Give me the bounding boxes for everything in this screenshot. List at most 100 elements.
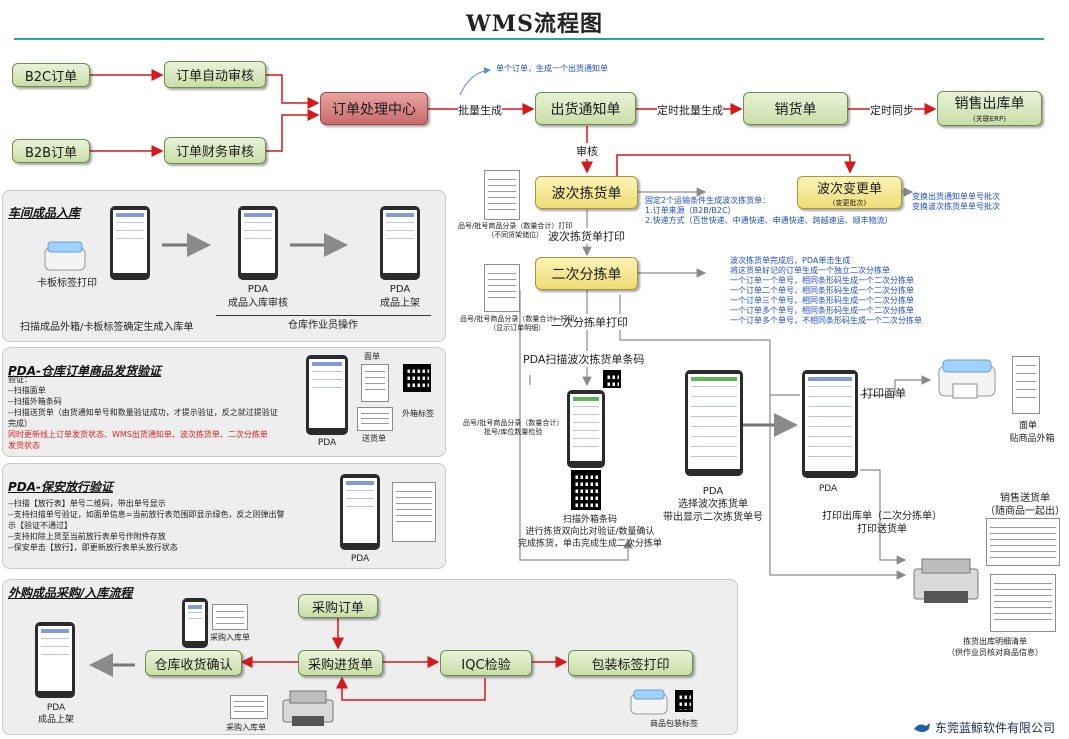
note-second-rules: 波次拣货单完成后，PDA单击生成 将这货单好记的订单生成一个独立二次分拣单 一个… <box>730 256 922 325</box>
label-timed-batch-generate: 定时批量生成 <box>657 102 723 118</box>
label-purchase-doc: 采购入库单 <box>210 633 250 642</box>
panel-outsourced-purchase-title: 外购成品采购/入库流程 <box>8 586 133 600</box>
node-pack-label: 包装标签打印 <box>568 650 693 676</box>
pda-label-right: PDA <box>818 484 838 494</box>
label-pick-detail: 拣货出库明细清单 （供作业员核对商品信息） <box>947 637 1043 657</box>
face-sheet-document <box>1012 356 1040 414</box>
delivery-document <box>986 518 1060 566</box>
node-sales: 销货单 <box>743 92 848 125</box>
label-second-print: 二次分拣单打印 <box>551 314 628 330</box>
diagram-title: WMS流程图 <box>466 11 603 37</box>
node-finance-review: 订单财务审核 <box>164 137 266 164</box>
node-shipping-notice-label: 出货通知单 <box>550 101 621 118</box>
outer-label-qr-icon <box>403 364 431 392</box>
node-wave-change: 波次变更单(变更批次) <box>797 176 902 209</box>
purchase-inbound-doc-2 <box>230 695 268 719</box>
ops-divider <box>216 315 431 316</box>
node-warehouse-confirm-label: 仓库收货确认 <box>154 657 233 673</box>
label-card-print: 卡板标签打印 <box>37 278 97 289</box>
label-timed-sync: 定时同步 <box>870 102 914 118</box>
panel-workshop-inbound-title: 车间成品入库 <box>8 206 81 220</box>
label-face-single: 面单 <box>1018 421 1038 431</box>
node-purchase-receipt: 采购进货单 <box>298 650 383 676</box>
delivery-doc-small <box>357 407 393 431</box>
doc-left-note-2: 品号/批号商品分录（数量合计）打印 （显示订单明细） <box>460 315 575 332</box>
node-wave-pick: 波次拣货单 <box>535 176 638 209</box>
node-order-center: 订单处理中心 <box>320 92 428 125</box>
label-pack-label: 商品包装标签 <box>650 719 698 728</box>
scan-item-note: 扫描外箱条码 进行拣货双向比对验证/数量确认 完成拣货，单击完成生成二次分拣单 <box>517 515 663 549</box>
pda-purchase-device <box>182 598 208 648</box>
pack-label-qr-icon <box>675 690 693 712</box>
label-printer-icon <box>935 358 1005 400</box>
wave-barcode-icon <box>603 370 621 388</box>
doc-left-note-1: 品号/批号商品分录（数量合计）打印 （不同货架储位） <box>458 222 573 239</box>
doc-left-note-3: 品号/批号商品分录（数量合计） 批号/库位数量检验 <box>463 419 564 436</box>
panel-shipping-verify-title: PDA-仓库订单商品发货验证 <box>8 364 162 378</box>
node-sales-outbound: 销售出库单(关联ERP) <box>937 91 1042 126</box>
node-purchase-receipt-label: 采购进货单 <box>307 657 373 673</box>
label-purchase-doc-2: 采购入库单 <box>226 723 266 732</box>
node-warehouse-confirm: 仓库收货确认 <box>145 650 242 676</box>
pda-workshop-scan-device <box>110 206 150 280</box>
whale-logo-icon <box>914 722 930 732</box>
label-ops: 仓库作业员操作 <box>288 320 358 331</box>
node-second-sort: 二次分拣单 <box>535 257 638 290</box>
panel-security-release-lines: --扫描【放行表】单号二维码，带出单号显示 --支持扫描单号验证，如面单信息=当… <box>8 499 285 552</box>
pda-choose-wave-device <box>685 370 743 476</box>
purchase-inbound-doc <box>212 604 248 630</box>
label-batch-generate: 批量生成 <box>458 102 502 118</box>
node-b2c-order-label: B2C订单 <box>24 69 78 85</box>
label-pda-shelf: PDA 成品上架 <box>380 284 420 309</box>
node-second-sort-label: 二次分拣单 <box>551 266 622 283</box>
label-delivery: 送货单 <box>362 434 386 443</box>
node-auto-review-label: 订单自动审核 <box>175 69 254 84</box>
face-sheet-doc-small <box>361 364 389 402</box>
company-name: 东莞蓝鲸软件有限公司 <box>935 721 1056 735</box>
panel-shipping-verify-red: 同时更新线上订单发货状态、WMS出货通知单、波次拣货单、二次分拣单 发货状态 <box>8 430 268 450</box>
node-iqc-label: IQC检验 <box>461 657 511 673</box>
laser-printer-icon <box>910 555 982 607</box>
label-print-out-docs: 打印出库单（二次分拣单） 打印送货单 <box>822 511 942 535</box>
panel-security-release-title: PDA-保安放行验证 <box>8 480 114 494</box>
node-sales-label: 销货单 <box>774 101 817 118</box>
node-wave-change-sub: (变更批次) <box>832 198 867 207</box>
node-iqc: IQC检验 <box>440 650 532 676</box>
node-wave-pick-label: 波次拣货单 <box>551 185 622 202</box>
label-review: 审核 <box>576 143 598 159</box>
note-wave-change: 变换出货通知单单号批次 变换波次拣货单单号批次 <box>912 192 1000 211</box>
release-sheet-document <box>392 482 436 542</box>
second-sort-document <box>484 264 520 312</box>
note-wave-rules: 固定2个运输条件生成波次拣货单： 1.订单来源（B2B/B2C） 2.快递方式（… <box>645 196 893 225</box>
label-pda-purchase-shelf: PDA 成品上架 <box>37 703 75 725</box>
note-single-order: 单个订单，生成一个出货通知单 <box>496 64 608 73</box>
node-b2c-order: B2C订单 <box>12 63 90 87</box>
purchase-printer-icon <box>280 688 336 730</box>
pda-shipping-verify-device <box>306 355 348 435</box>
label-delivery-note: 销售送货单 （随商品一起出） <box>985 493 1065 517</box>
pda-scan-device <box>567 390 605 468</box>
node-pack-label-label: 包装标签打印 <box>591 657 670 673</box>
node-finance-review-label: 订单财务审核 <box>175 145 254 160</box>
label-pda-shipping: PDA <box>317 438 337 448</box>
title-divider <box>14 38 1044 40</box>
pda-print-device <box>802 370 858 478</box>
label-face-sheet: 面单 <box>364 352 380 361</box>
wave-pick-document <box>484 170 520 220</box>
node-sales-outbound-label: 销售出库单 <box>954 96 1025 112</box>
pack-label-printer-icon <box>628 688 672 718</box>
card-label-printer-icon <box>42 240 92 274</box>
label-pda-security: PDA <box>350 554 370 564</box>
label-print-face: 打印面单 <box>862 387 906 400</box>
label-pda-review: PDA 成品入库审核 <box>228 284 288 309</box>
label-outer-box: 外箱标签 <box>402 409 434 418</box>
node-b2b-order: B2B订单 <box>12 139 90 163</box>
node-wave-change-label: 波次变更单 <box>816 181 882 197</box>
pda-purchase-shelf-device <box>35 622 75 698</box>
label-pda-scan-wave: PDA扫描波次拣货单条码 <box>523 351 645 367</box>
label-wave-print: 波次拣货单打印 <box>548 228 625 244</box>
node-auto-review: 订单自动审核 <box>164 61 266 88</box>
pda-shelf-device <box>380 206 420 280</box>
